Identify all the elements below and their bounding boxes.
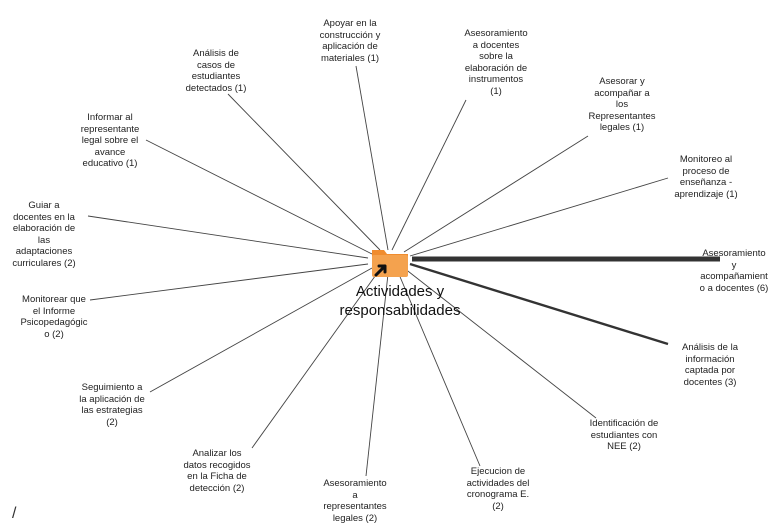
node-apoyar-materiales[interactable]: Apoyar en la construcción y aplicación d…	[319, 18, 381, 64]
node-informar-representante[interactable]: Informar al representante legal sobre el…	[80, 112, 140, 169]
node-asesoramiento-instrumentos[interactable]: Asesoramiento a docentes sobre la elabor…	[464, 28, 528, 97]
edge-monitoreo-ensenanza	[409, 177, 669, 257]
edge-analizar-ficha	[251, 271, 379, 449]
node-analisis-informacion[interactable]: Análisis de la información captada por d…	[682, 342, 738, 388]
edge-informar-representante	[145, 139, 373, 255]
node-ejecucion-cronograma[interactable]: Ejecucion de actividades del cronograma …	[466, 466, 530, 512]
node-identificacion-nee[interactable]: Identificación de estudiantes con NEE (2…	[589, 418, 659, 452]
node-asesoramiento-docentes[interactable]: Asesoramiento y acompañamient o a docent…	[699, 248, 769, 294]
edge-identificacion-nee	[403, 267, 597, 419]
edge-analisis-informacion	[409, 262, 669, 346]
edge-asesoramiento-representantes	[365, 273, 389, 477]
node-seguimiento-estrategias[interactable]: Seguimiento a la aplicación de las estra…	[79, 382, 145, 428]
node-asesorar-representantes[interactable]: Asesorar y acompañar a los Representante…	[588, 76, 656, 133]
edge-ejecucion-cronograma	[397, 271, 481, 467]
folder-icon[interactable]	[370, 244, 410, 280]
node-monitorear-informe[interactable]: Monitorear que el Informe Psicopedagógic…	[20, 294, 88, 340]
edge-seguimiento-estrategias	[149, 267, 373, 393]
edge-apoyar-materiales	[355, 65, 389, 251]
edge-monitorear-informe	[89, 263, 369, 301]
node-analizar-ficha[interactable]: Analizar los datos recogidos en la Ficha…	[183, 448, 251, 494]
edge-asesorar-representantes	[403, 135, 589, 253]
edge-analisis-casos	[227, 93, 381, 251]
node-monitoreo-ensenanza[interactable]: Monitoreo al proceso de enseñanza - apre…	[674, 154, 738, 200]
center-label: Actividades y responsabilidades	[339, 283, 461, 319]
edge-guiar-adaptaciones	[87, 215, 369, 259]
edge-asesoramiento-instrumentos	[391, 99, 467, 251]
node-analisis-casos[interactable]: Análisis de casos de estudiantes detecta…	[185, 48, 247, 94]
footer-mark: /	[12, 505, 17, 522]
node-guiar-adaptaciones[interactable]: Guiar a docentes en la elaboración de la…	[12, 200, 76, 269]
node-asesoramiento-representantes[interactable]: Asesoramiento a representantes legales (…	[323, 478, 387, 524]
